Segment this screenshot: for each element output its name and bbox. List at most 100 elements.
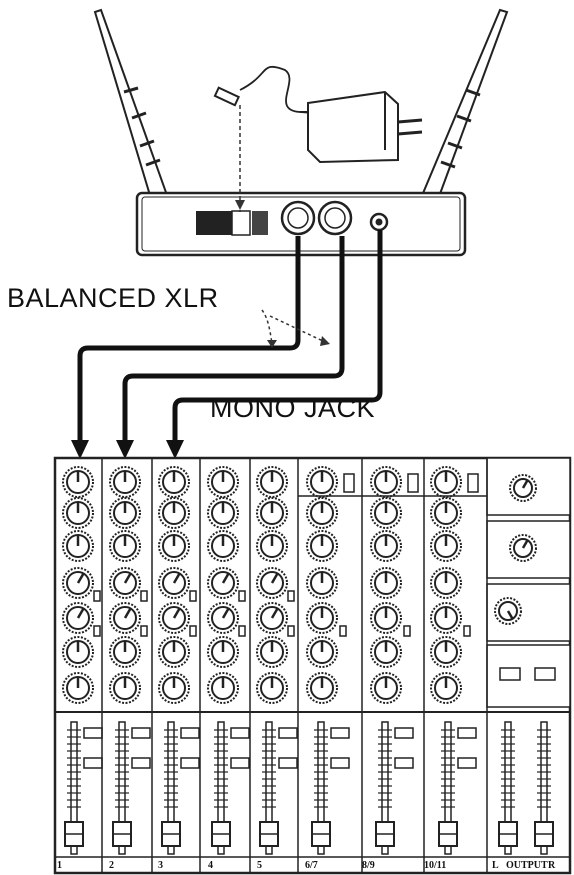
knob-icon [306, 602, 338, 634]
knob-icon [109, 530, 141, 562]
knob-icon [370, 672, 402, 704]
knob-icon [509, 534, 537, 562]
output-label-l: L [492, 860, 499, 871]
knob-icon [370, 636, 402, 668]
knob-icon [306, 672, 338, 704]
knob-icon [207, 636, 239, 668]
knob-icon [430, 567, 462, 599]
balanced-xlr-label: BALANCED XLR [7, 283, 219, 313]
knob-icon [109, 672, 141, 704]
knob-icon [62, 530, 94, 562]
switch-icon [189, 625, 197, 637]
knob-icon [370, 530, 402, 562]
knob-icon [207, 530, 239, 562]
knob-icon [430, 636, 462, 668]
knob-icon [109, 466, 141, 498]
knob-icon [256, 530, 288, 562]
switch-icon [343, 473, 355, 493]
switch-icon [140, 625, 148, 637]
knob-icon [62, 567, 94, 599]
switch-icon [238, 590, 246, 602]
knob-icon [158, 672, 190, 704]
switch-icon [407, 473, 419, 493]
knob-icon [158, 636, 190, 668]
switch-icon [140, 590, 148, 602]
fader-icon [438, 721, 477, 855]
knob-icon [158, 497, 190, 529]
knob-icon [62, 466, 94, 498]
xlr-pointer-arrows [261, 309, 326, 345]
mixer [53, 456, 572, 875]
mixer-faders [64, 721, 554, 855]
knob-icon [306, 567, 338, 599]
knob-icon [207, 466, 239, 498]
channel-label-6-7: 6/7 [305, 860, 318, 871]
switch-icon [93, 590, 101, 602]
knob-icon [62, 672, 94, 704]
fader-icon [211, 721, 250, 855]
knob-icon [109, 636, 141, 668]
switch-icon [403, 625, 411, 637]
knob-icon [306, 530, 338, 562]
knob-icon [430, 530, 462, 562]
output-label-title: OUTPUT [506, 860, 548, 871]
fader-icon [64, 721, 103, 855]
knob-icon [256, 567, 288, 599]
knob-icon [256, 602, 288, 634]
fader-icon [498, 721, 518, 855]
channel-label-4: 4 [208, 860, 213, 871]
knob-icon [370, 497, 402, 529]
switch-icon [287, 590, 295, 602]
knob-icon [430, 602, 462, 634]
knob-icon [430, 497, 462, 529]
knob-icon [158, 567, 190, 599]
knob-icon [306, 497, 338, 529]
switch-icon [463, 625, 471, 637]
channel-dividers [55, 458, 570, 873]
output-label-r: R [548, 860, 556, 871]
knob-icon [256, 497, 288, 529]
knob-icon [207, 567, 239, 599]
fader-icon [161, 721, 200, 855]
knob-icon [207, 497, 239, 529]
wireless-receiver [135, 191, 467, 257]
knob-icon [509, 474, 537, 502]
knob-icon [256, 466, 288, 498]
knob-icon [109, 497, 141, 529]
fader-icon [112, 721, 151, 855]
knob-icon [158, 530, 190, 562]
power-arrow [235, 200, 245, 210]
knob-icon [306, 466, 338, 498]
knob-icon [158, 602, 190, 634]
xlr-arrow-head-2 [320, 336, 330, 346]
knob-icon [256, 636, 288, 668]
xlr-arrow-head-1 [267, 340, 277, 348]
left-antenna [93, 8, 170, 204]
cables [77, 230, 383, 445]
knob-icon [158, 466, 190, 498]
knob-icon [207, 672, 239, 704]
knob-icon [62, 636, 94, 668]
knob-icon [256, 672, 288, 704]
knob-icon [62, 602, 94, 634]
knob-icon [430, 672, 462, 704]
fader-icon [259, 721, 298, 855]
fader-icon [311, 721, 350, 855]
knob-icon [62, 497, 94, 529]
knob-icon [306, 636, 338, 668]
channel-label-3: 3 [158, 860, 163, 871]
fader-icon [534, 721, 554, 855]
channel-label-10-11: 10/11 [424, 860, 447, 871]
knob-icon [370, 466, 402, 498]
switch-icon [189, 590, 197, 602]
switch-icon [339, 625, 347, 637]
switch-icon [287, 625, 295, 637]
knob-icon [207, 602, 239, 634]
channel-label-1: 1 [57, 860, 62, 871]
knob-icon [494, 597, 522, 625]
channel-label-2: 2 [109, 860, 114, 871]
knob-icon [109, 602, 141, 634]
power-adapter [213, 65, 423, 164]
channel-label-8-9: 8/9 [362, 860, 375, 871]
